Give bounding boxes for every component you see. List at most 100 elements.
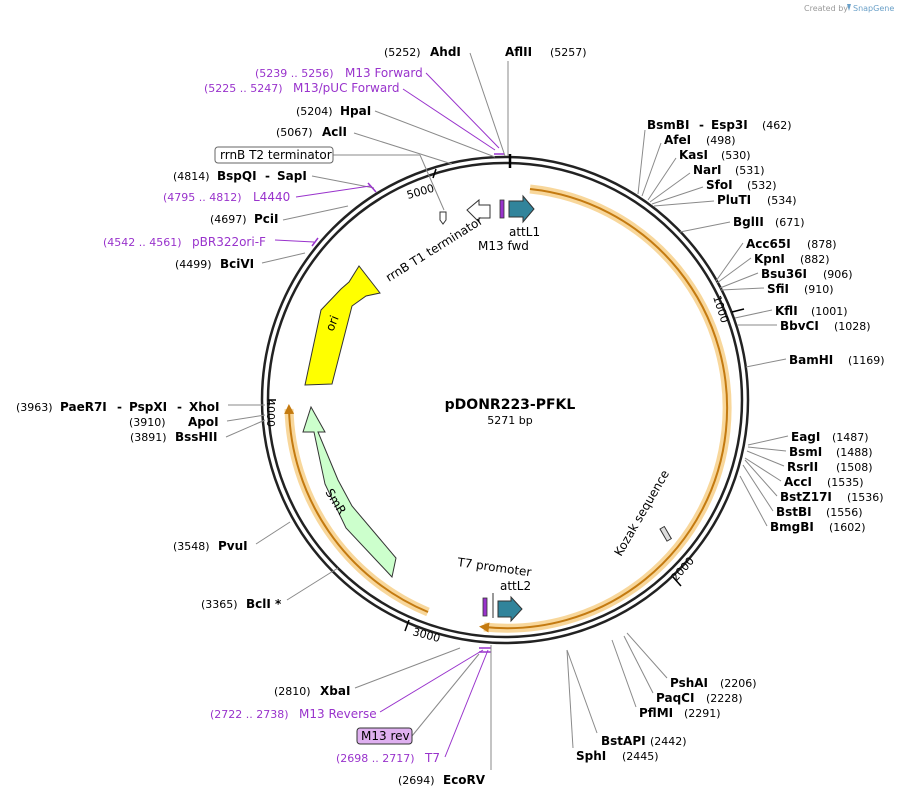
- rrnb-t2-box[interactable]: [214, 146, 334, 164]
- bcli-leader: [286, 567, 339, 601]
- smr-arrow[interactable]: [302, 405, 397, 579]
- m13puc-primer-leader: [402, 88, 496, 151]
- afei-leader: [641, 142, 662, 197]
- xhoi-name[interactable]: XhoI: [189, 400, 220, 414]
- paqci-name[interactable]: PaqCI: [656, 691, 694, 705]
- bcivi-leader: [261, 252, 306, 264]
- m13fwd-primer-name[interactable]: M13 Forward: [345, 66, 423, 80]
- sfii-name[interactable]: SfiI: [767, 282, 789, 296]
- acci-name[interactable]: AccI: [784, 475, 812, 489]
- bspqi-name[interactable]: BspQI: [217, 169, 257, 183]
- pshai-name[interactable]: PshAI: [670, 676, 708, 690]
- kasi-name[interactable]: KasI: [679, 148, 708, 162]
- bstbi-name[interactable]: BstBI: [776, 505, 812, 519]
- pspxi-name[interactable]: PspXI: [129, 400, 167, 414]
- plasmid-name: pDONR223-PFKL: [445, 397, 576, 413]
- bstapi-name[interactable]: BstAPI: [601, 734, 646, 748]
- acli-name[interactable]: AclI: [322, 125, 347, 139]
- kpni-name[interactable]: KpnI: [754, 252, 785, 266]
- bglii-pos: (671): [775, 216, 805, 229]
- kfli-name[interactable]: KflI: [775, 304, 798, 318]
- pvui-name[interactable]: PvuI: [218, 539, 248, 553]
- bstbi-leader: [742, 464, 774, 512]
- pbr322-primer-name[interactable]: pBR322ori-F: [192, 235, 266, 249]
- paqci-pos: (2228): [706, 692, 743, 705]
- attl1-arrow[interactable]: [508, 194, 535, 224]
- nari-name[interactable]: NarI: [693, 163, 722, 177]
- bmgbi-name[interactable]: BmgBI: [770, 520, 814, 534]
- sapi-name[interactable]: SapI: [277, 169, 307, 183]
- acc65i-pos: (878): [807, 238, 837, 251]
- ori-arrow[interactable]: [304, 265, 381, 386]
- bsu36i-name[interactable]: Bsu36I: [761, 267, 807, 281]
- bstz17i-name[interactable]: BstZ17I: [780, 490, 832, 504]
- sphi-leader: [566, 649, 574, 749]
- pbr322-primer-leader: [274, 239, 315, 243]
- bglii-name[interactable]: BglII: [733, 215, 764, 229]
- rrnb-t2-arrow[interactable]: [439, 211, 447, 225]
- apoi-name[interactable]: ApoI: [188, 415, 219, 429]
- bmgbi-leader: [739, 475, 768, 527]
- pcii-name[interactable]: PciI: [254, 212, 279, 226]
- rrnb-t1-label: rrnB T1 terminator: [383, 213, 485, 284]
- sfoi-name[interactable]: SfoI: [706, 178, 733, 192]
- bspqi-sep: -: [265, 169, 270, 183]
- bbvci-name[interactable]: BbvCI: [780, 319, 819, 333]
- bspqi-leader: [311, 175, 375, 189]
- rrnb-t1-arrow[interactable]: [466, 198, 491, 224]
- t7-primer-leader: [444, 649, 489, 758]
- sfii-leader: [720, 287, 765, 291]
- acc65i-name[interactable]: Acc65I: [746, 237, 791, 251]
- sfoi-leader: [651, 186, 704, 205]
- hpai-name[interactable]: HpaI: [340, 104, 371, 118]
- aflii-pos: (5257): [550, 46, 587, 59]
- paer7i-name[interactable]: PaeR7I: [60, 400, 107, 414]
- pshai-pos: (2206): [720, 677, 757, 690]
- pflmi-name[interactable]: PflMI: [639, 706, 673, 720]
- bstz17i-leader: [744, 459, 778, 497]
- paer7i-pos: (3963): [16, 401, 53, 414]
- xbai-name[interactable]: XbaI: [320, 684, 350, 698]
- pluti-name[interactable]: PluTI: [717, 193, 751, 207]
- kozak-mark[interactable]: [659, 525, 673, 542]
- m13rev-primer-name[interactable]: M13 Reverse: [299, 707, 377, 721]
- acci-leader: [744, 457, 782, 482]
- hpai-pos: (5204): [296, 105, 333, 118]
- acli-pos: (5067): [276, 126, 313, 139]
- bsmbi-name[interactable]: BsmBI: [647, 118, 689, 132]
- rsrii-name[interactable]: RsrII: [787, 460, 818, 474]
- ahdi-name[interactable]: AhdI: [430, 45, 461, 59]
- eagi-name[interactable]: EagI: [791, 430, 820, 444]
- m13rev-box[interactable]: [356, 727, 413, 745]
- rrnb-t2-leader: [419, 154, 445, 211]
- m13puc-primer-pos: (5225 .. 5247): [204, 82, 283, 95]
- ecorv-name[interactable]: EcoRV: [443, 773, 486, 787]
- credit-prefix: Created by: [804, 4, 848, 13]
- paqci-leader: [623, 635, 654, 694]
- pshai-leader: [626, 632, 668, 679]
- bspqi-pos: (4814): [173, 170, 210, 183]
- bcli-name[interactable]: BclI *: [246, 597, 282, 611]
- t7-site[interactable]: [482, 597, 488, 617]
- snapgene-credit: Created by SnapGene: [804, 4, 894, 13]
- l4440-primer-name[interactable]: L4440: [253, 190, 290, 204]
- m13-fwd-site[interactable]: [499, 199, 505, 219]
- pcii-pos: (4697): [210, 213, 247, 226]
- acli-leader: [353, 132, 453, 165]
- m13puc-primer-name[interactable]: M13/pUC Forward: [293, 81, 400, 95]
- tick-1000-mark: [731, 308, 745, 313]
- bamhi-name[interactable]: BamHI: [789, 353, 833, 367]
- apoi-leader: [226, 414, 266, 422]
- attl2-arrow[interactable]: [497, 595, 523, 623]
- sphi-name[interactable]: SphI: [576, 749, 606, 763]
- bcivi-name[interactable]: BciVI: [220, 257, 254, 271]
- hpai-leader: [374, 110, 496, 158]
- esp3i-name[interactable]: Esp3I: [711, 118, 748, 132]
- aflii-name[interactable]: AflII: [505, 45, 532, 59]
- bsshii-name[interactable]: BssHII: [175, 430, 217, 444]
- bsmi-name[interactable]: BsmI: [789, 445, 822, 459]
- t7-primer-name[interactable]: T7: [424, 751, 440, 765]
- pvui-leader: [255, 521, 291, 545]
- afei-name[interactable]: AfeI: [664, 133, 691, 147]
- m13fwd-primer-pos: (5239 .. 5256): [255, 67, 334, 80]
